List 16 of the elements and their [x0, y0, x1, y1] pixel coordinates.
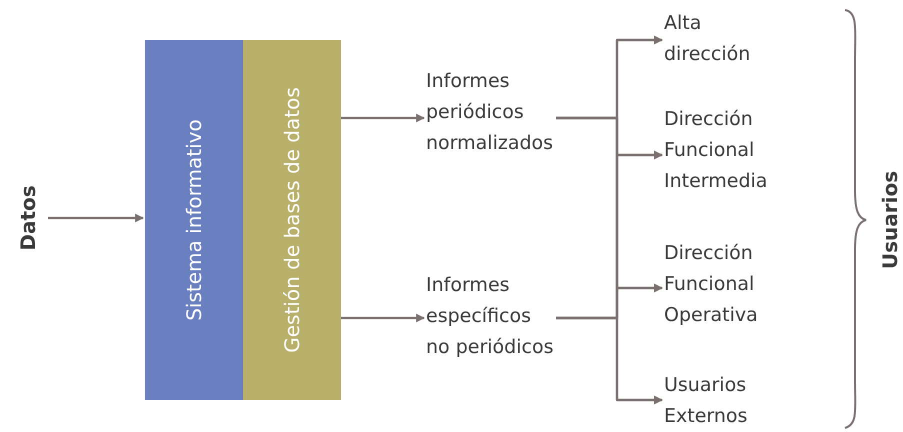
box-label: Gestión de bases de datos	[280, 87, 304, 353]
group-label: Usuarios	[878, 170, 902, 270]
node-label: Usuarios Externos	[664, 373, 748, 429]
node-label: Datos	[16, 185, 40, 251]
node-label: Dirección Funcional Operativa	[664, 241, 759, 328]
node-label: Informes específicos no periódicos	[426, 273, 554, 360]
arrow	[556, 316, 663, 404]
node-label: Dirección Funcional Intermedia	[664, 107, 768, 194]
process-box	[145, 40, 243, 400]
process-box	[243, 40, 341, 400]
arrow	[341, 314, 425, 322]
arrow	[48, 214, 144, 222]
node-label: Informes periódicos normalizados	[426, 69, 554, 156]
arrow	[341, 114, 425, 122]
box-label: Sistema informativo	[182, 119, 206, 321]
node-label: Alta dirección	[664, 11, 752, 67]
